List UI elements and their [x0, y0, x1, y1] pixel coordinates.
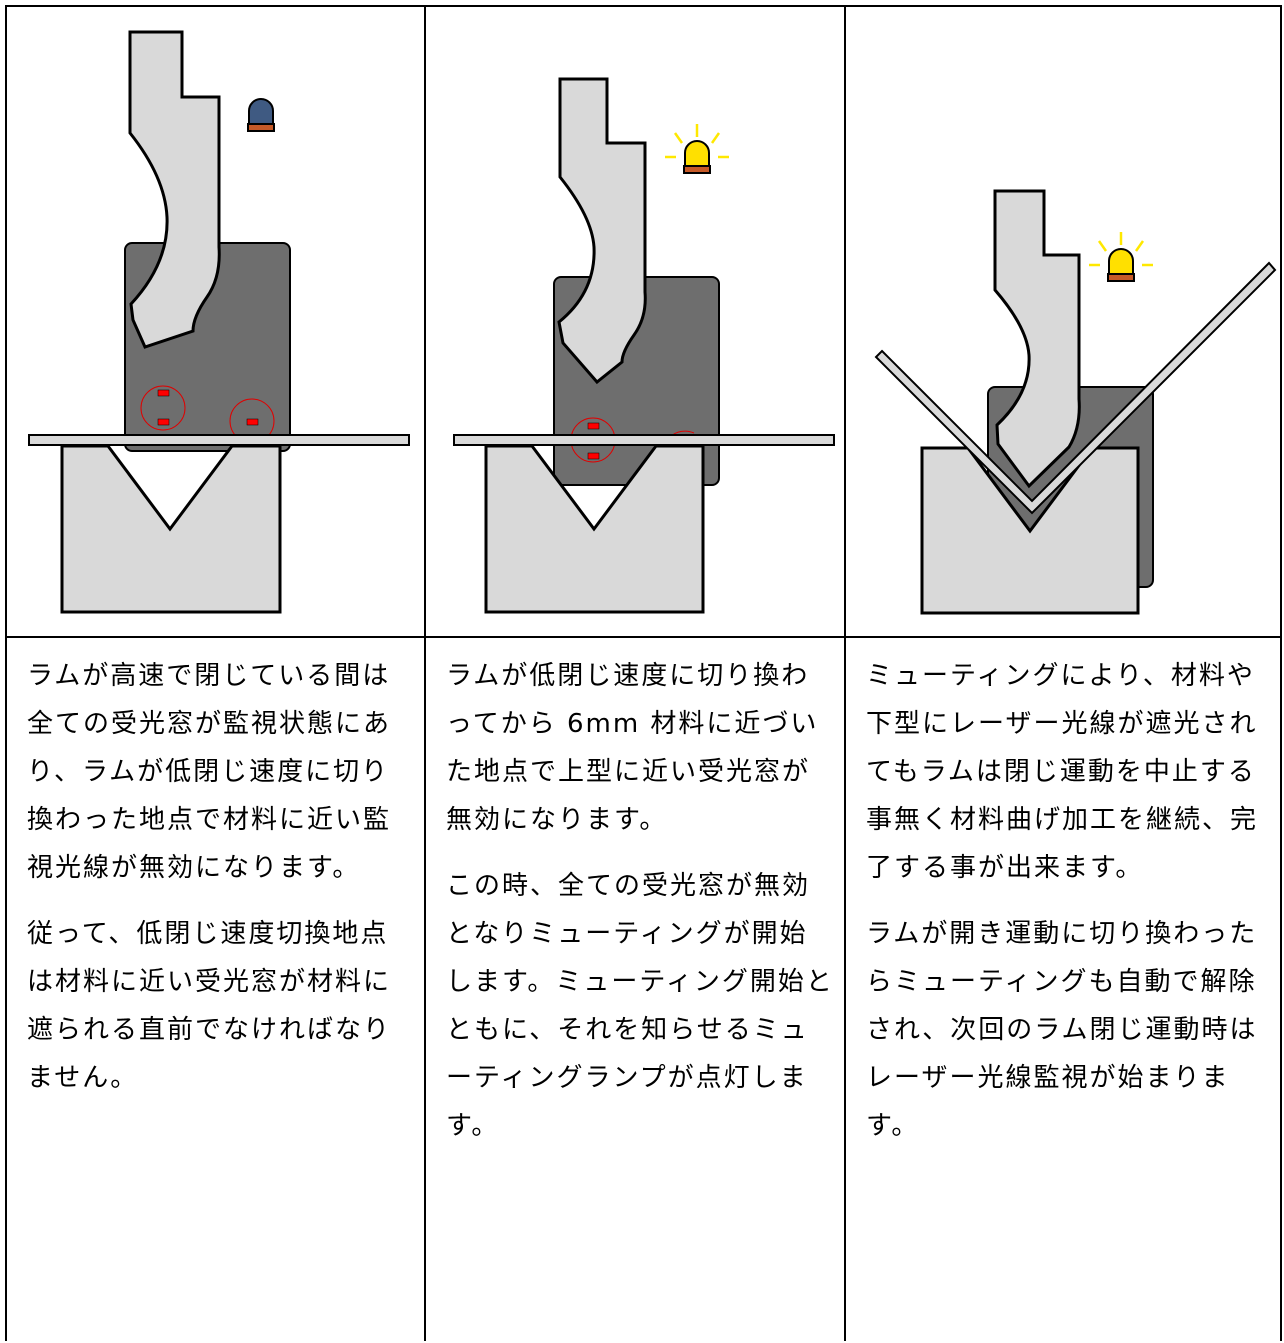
lamp-rays: [665, 124, 729, 159]
lamp-rays: [1089, 232, 1153, 267]
description-cell-1: ラムが高速で閉じている間は全ての受光窓が監視状態にあり、ラムが低閉じ速度に切り換…: [5, 638, 426, 1341]
description-cell-2: ラムが低閉じ速度に切り換わってから 6mm 材料に近づいた地点で上型に近い受光窓…: [426, 638, 846, 1341]
description-paragraph: この時、全ての受光窓が無効となりミューティングが開始します。ミューティング開始と…: [446, 871, 834, 1141]
press-brake-illustration-2: [453, 77, 835, 614]
lower-die: [920, 446, 1140, 615]
muting-explanation-table: ラムが高速で閉じている間は全ての受光窓が監視状態にあり、ラムが低閉じ速度に切り換…: [5, 5, 1282, 1341]
lower-die: [60, 444, 282, 614]
bent-sheet-material: [874, 261, 1277, 515]
press-brake-illustration-3: [874, 189, 1277, 615]
description-paragraph: ラムが開き運動に切り換わったらミューティングも自動で解除され、次回のラム閉じ運動…: [866, 919, 1258, 1141]
window-mark: [587, 422, 600, 430]
sheet-material: [28, 434, 410, 446]
lamp-on-icon: [1089, 232, 1153, 282]
upper-punch: [128, 30, 221, 349]
illustration-cell-2: [426, 5, 846, 638]
description-paragraph: ラムが高速で閉じている間は全ての受光窓が監視状態にあり、ラムが低閉じ速度に切り換…: [27, 661, 392, 883]
sheet-material: [453, 434, 835, 446]
window-mark: [157, 418, 170, 426]
description-paragraph: ラムが低閉じ速度に切り換わってから 6mm 材料に近づいた地点で上型に近い受光窓…: [446, 661, 819, 835]
lower-die: [484, 444, 705, 614]
lamp-on-icon: [665, 124, 729, 174]
upper-punch: [557, 77, 647, 385]
receiver-window: [140, 385, 186, 431]
description-paragraph: ミューティングにより、材料や下型にレーザー光線が遮光されてもラムは閉じ運動を中止…: [866, 661, 1259, 883]
description-paragraph: 従って、低閉じ速度切換地点は材料に近い受光窓が材料に遮られる直前でなければなりま…: [27, 919, 392, 1093]
description-cell-3: ミューティングにより、材料や下型にレーザー光線が遮光されてもラムは閉じ運動を中止…: [846, 638, 1282, 1341]
illustration-cell-1: [5, 5, 426, 638]
lamp-off-icon: [247, 98, 275, 132]
upper-punch: [993, 189, 1081, 489]
window-mark: [157, 389, 170, 397]
window-mark: [246, 418, 259, 426]
window-mark: [587, 452, 600, 460]
illustration-cell-3: [846, 5, 1282, 638]
press-brake-illustration-1: [28, 30, 410, 614]
